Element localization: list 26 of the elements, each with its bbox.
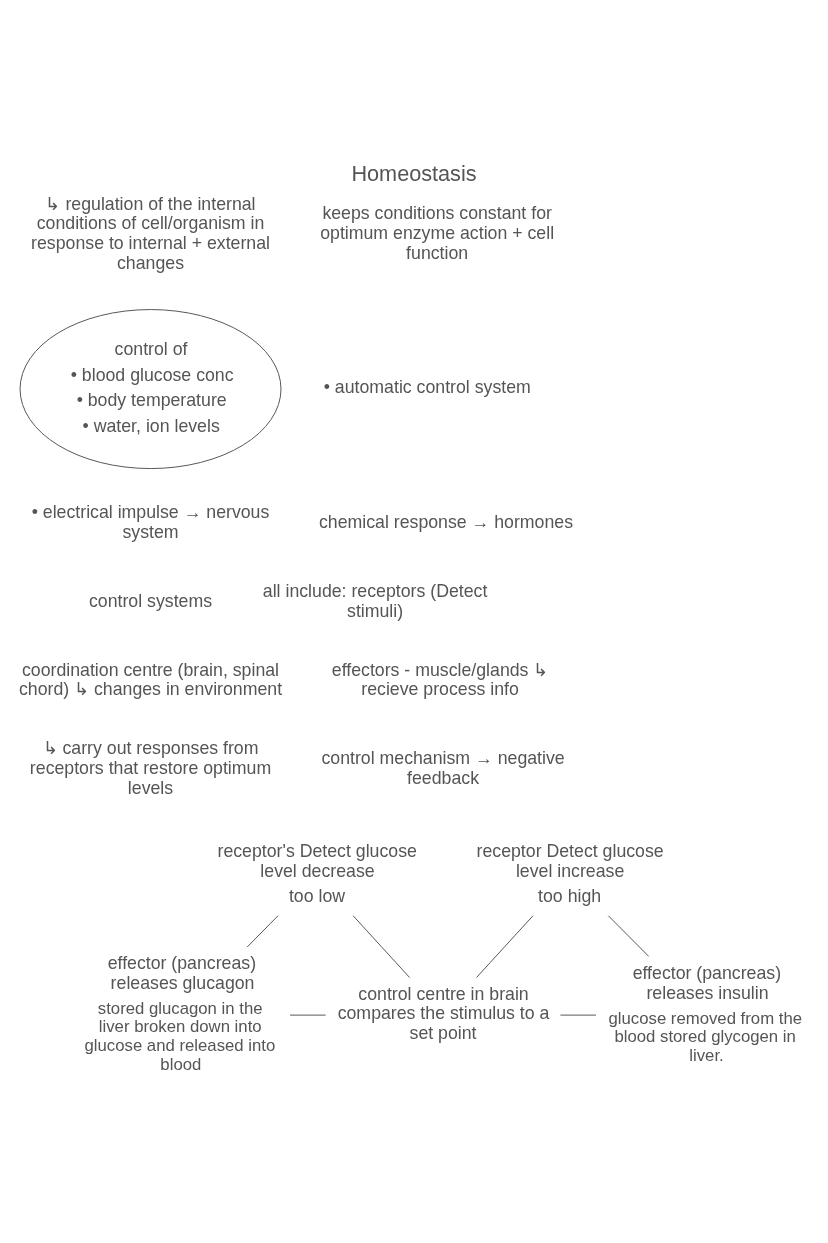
connector [559,1014,597,1016]
node-ellipse: control of • blood glucose conc • body temperature • water, ion levels [19,309,282,470]
connector [607,915,650,957]
connector [246,915,279,948]
connector [352,915,410,978]
label: effectors - muscle/glands ↳ recieve process info [331,659,549,700]
label: keeps conditions constant for optimum enzyme action + cell function [320,203,555,263]
node-label: stored glucagon in the liver broken down into glucose and released into blood [84,998,276,1074]
node-text: effector (pancreas) releases glucagon [107,953,257,993]
label: • electrical impulse → nervous system [31,502,270,542]
label: control systems [88,590,213,611]
label: coordination centre (brain, spinal chord) ↳ changes in environment [18,659,283,700]
node-text: receptor Detect glucose level increase too high [476,840,664,907]
node-label: glucose removed from the blood stored glycogen in liver. [608,1008,802,1065]
label: chemical response → hormones [318,511,574,532]
label: ↳ carry out responses from receptors that restore optimum levels [29,738,272,798]
node-text: receptor's Detect glucose level decrease too low [217,840,417,907]
label: all include: receptors (Detect stimuli) [262,580,488,621]
label: control mechanism → negative feedback [321,748,565,789]
label: ↳ regulation of the internal conditions of cell/organism in response to internal + external changes [31,193,270,273]
connector [289,1014,327,1016]
connector [476,915,534,978]
label: • automatic control system [323,377,531,398]
diagram-title: Homeostasis [351,161,477,187]
node-text: control centre in brain compares the stimulus to a set point [337,983,550,1044]
node-text: effector (pancreas) releases insulin [632,963,782,1003]
